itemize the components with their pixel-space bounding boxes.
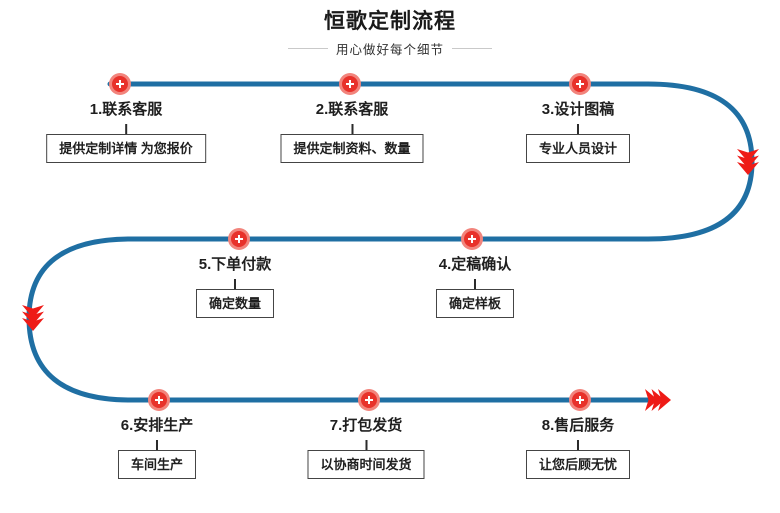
flow-step-step-1[interactable]: 1.联系客服提供定制详情 为您报价: [46, 100, 206, 163]
chevron-icon: [651, 389, 665, 411]
node-marker-step-6[interactable]: [148, 389, 170, 411]
plus-icon: [365, 396, 373, 404]
plus-circle-icon: [464, 231, 480, 247]
step-title: 1.联系客服: [89, 101, 163, 118]
step-detail-box: 提供定制资料、数量: [280, 134, 424, 163]
step-title: 4.定稿确认: [438, 256, 512, 273]
node-marker-step-8[interactable]: [569, 389, 591, 411]
flow-step-step-3[interactable]: 3.设计图稿专业人员设计: [525, 100, 631, 163]
arrow-down-left-icon: [22, 305, 44, 331]
plus-icon: [235, 235, 243, 243]
step-connector-tick: [125, 124, 127, 134]
page-subtitle: 用心做好每个细节: [335, 43, 444, 57]
subtitle-rule-left: [287, 48, 328, 49]
plus-circle-icon: [151, 392, 167, 408]
chevron-icon: [737, 149, 759, 162]
step-title: 5.下单付款: [198, 256, 272, 273]
node-marker-step-1[interactable]: [109, 73, 131, 95]
flow-step-step-7[interactable]: 7.打包发货以协商时间发货: [307, 416, 425, 479]
subtitle-row: 用心做好每个细节: [0, 39, 780, 58]
arrow-down-right-icon: [737, 149, 759, 175]
step-detail-box: 让您后顾无忧: [525, 450, 631, 479]
node-marker-step-3[interactable]: [569, 73, 591, 95]
flow-step-step-4[interactable]: 4.定稿确认确定样板: [435, 255, 515, 318]
arrow-right-end-icon: [645, 389, 671, 411]
plus-circle-icon: [572, 76, 588, 92]
flow-step-step-5[interactable]: 5.下单付款确定数量: [195, 255, 275, 318]
step-connector-tick: [155, 440, 158, 450]
chevron-icon: [22, 305, 44, 318]
plus-icon: [576, 396, 584, 404]
plus-circle-icon: [112, 76, 128, 92]
step-connector-tick: [576, 440, 579, 450]
chevron-icon: [658, 389, 671, 411]
plus-icon: [576, 80, 584, 88]
step-title: 2.联系客服: [315, 101, 389, 118]
flow-step-step-2[interactable]: 2.联系客服提供定制资料、数量: [280, 100, 424, 163]
step-connector-tick: [364, 440, 367, 450]
step-connector-tick: [576, 124, 579, 134]
step-connector-tick: [473, 279, 476, 289]
step-title: 6.安排生产: [120, 417, 194, 434]
node-marker-step-4[interactable]: [461, 228, 483, 250]
page-title: 恒歌定制流程: [324, 10, 456, 33]
flow-step-step-8[interactable]: 8.售后服务让您后顾无忧: [525, 416, 631, 479]
flow-arrow-layer: [22, 149, 759, 411]
page-header: 恒歌定制流程 用心做好每个细节: [0, 8, 780, 58]
node-marker-step-7[interactable]: [358, 389, 380, 411]
step-detail-box: 专业人员设计: [525, 134, 631, 163]
chevron-icon: [737, 162, 759, 175]
subtitle-rule-right: [452, 48, 492, 49]
step-detail-box: 车间生产: [117, 450, 197, 479]
chevron-icon: [22, 311, 44, 325]
step-title: 3.设计图稿: [541, 101, 615, 118]
step-detail-box: 提供定制详情 为您报价: [46, 134, 206, 163]
plus-circle-icon: [231, 231, 247, 247]
node-marker-step-5[interactable]: [228, 228, 250, 250]
plus-icon: [346, 80, 354, 88]
step-detail-box: 以协商时间发货: [307, 450, 425, 479]
chevron-icon: [645, 389, 658, 411]
flow-step-step-6[interactable]: 6.安排生产车间生产: [117, 416, 197, 479]
step-detail-box: 确定数量: [195, 289, 275, 318]
plus-circle-icon: [342, 76, 358, 92]
step-title: 7.打包发货: [329, 417, 403, 434]
plus-icon: [116, 80, 124, 88]
plus-icon: [468, 235, 476, 243]
step-title: 8.售后服务: [541, 417, 615, 434]
chevron-icon: [22, 318, 44, 331]
chevron-icon: [737, 155, 759, 169]
step-connector-tick: [233, 279, 236, 289]
step-connector-tick: [350, 124, 353, 134]
node-marker-step-2[interactable]: [339, 73, 361, 95]
plus-circle-icon: [361, 392, 377, 408]
plus-circle-icon: [572, 392, 588, 408]
plus-icon: [155, 396, 163, 404]
step-detail-box: 确定样板: [435, 289, 515, 318]
